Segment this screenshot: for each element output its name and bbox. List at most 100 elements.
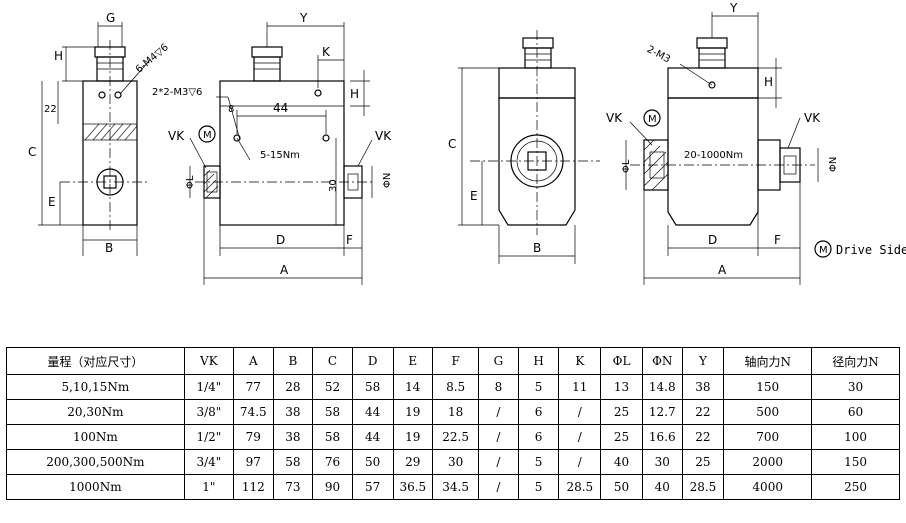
table-cell: 36.5 — [392, 474, 434, 500]
m-label-legend: M — [819, 245, 828, 256]
table-cell: 73 — [272, 474, 314, 500]
table-cell: 4000 — [723, 474, 813, 500]
table-cell: 22 — [681, 424, 725, 450]
view-small-front: G H 22 C E B 6-M4▽6 — [28, 11, 171, 256]
table-cell: 28 — [272, 374, 314, 400]
table-cell: 22.5 — [432, 424, 480, 450]
table-cell: 25 — [600, 399, 643, 425]
table-cell: 13 — [600, 374, 643, 400]
table-cell: 12.7 — [641, 399, 683, 425]
col-axial-force: 轴向力N — [723, 347, 813, 375]
thread-m3-callout: 2-M3 — [645, 44, 672, 65]
dim-f-label: F — [346, 233, 353, 247]
table-cell: 6 — [517, 424, 560, 450]
table-cell: 34.5 — [432, 474, 480, 500]
table-cell: / — [478, 474, 519, 500]
m-symbol-legend — [814, 240, 832, 258]
table-cell: 150 — [811, 449, 900, 475]
dim-44-label: 44 — [273, 101, 288, 115]
col-k: K — [558, 347, 602, 375]
col-radial-force: 径向力N — [811, 347, 900, 375]
table-cell: 3/8" — [183, 399, 234, 425]
dim-h-label: H — [54, 49, 63, 63]
dim-e3-label: E — [470, 189, 478, 203]
col-y: Y — [681, 347, 725, 375]
table-cell: 30 — [641, 449, 683, 475]
dim-y-label: Y — [299, 11, 308, 25]
dim-f4-label: F — [774, 233, 781, 247]
table-cell: 50 — [351, 449, 394, 475]
col-b: B — [272, 347, 314, 375]
thread-m4-callout: 6-M4▽6 — [134, 42, 171, 76]
dim-c-label: C — [28, 145, 36, 159]
table-cell: 58 — [312, 399, 353, 425]
vk-label-left: VK — [168, 129, 185, 143]
dim-e-label: E — [48, 195, 56, 209]
dim-k-label: K — [322, 45, 331, 59]
table-cell: 44 — [351, 424, 394, 450]
dim-y4-label: Y — [729, 1, 738, 15]
table-cell: 8.5 — [432, 374, 480, 400]
phi-l-label4: ΦL — [621, 159, 632, 173]
view-large-front: C E B — [448, 30, 600, 264]
table-cell: 1" — [183, 474, 234, 500]
dim-d-label: D — [276, 233, 285, 247]
spec-table: 量程（对应尺寸） VK A B C D E F G H K ΦL ΦN Y 轴向… — [6, 347, 900, 500]
table-cell: 11 — [558, 374, 602, 400]
table-cell: 38 — [272, 424, 314, 450]
table-cell: 58 — [312, 424, 353, 450]
m-label-left4: M — [648, 114, 657, 125]
table-cell: 90 — [312, 474, 353, 500]
table-cell: 700 — [723, 424, 813, 450]
table-cell: 14.8 — [641, 374, 683, 400]
col-h: H — [517, 347, 560, 375]
vk-label-left4: VK — [606, 111, 623, 125]
view-small-side: Y K H 44 8 30 2*2-M3▽6 5-15Nm VK M ΦL — [152, 11, 393, 285]
table-cell: 28.5 — [558, 474, 602, 500]
table-header-row: 量程（对应尺寸） VK A B C D E F G H K ΦL ΦN Y 轴向… — [6, 347, 900, 375]
phi-l-label-left: ΦL — [185, 175, 196, 189]
m-symbol-left — [198, 125, 216, 143]
table-cell: 20,30Nm — [6, 399, 185, 425]
table-cell: 112 — [232, 474, 274, 500]
table-cell: 52 — [312, 374, 353, 400]
table-cell: 3/4" — [183, 449, 234, 475]
dim-22-label: 22 — [44, 104, 57, 115]
dim-b-label: B — [105, 241, 113, 255]
col-phi-n: ΦN — [641, 347, 683, 375]
col-vk: VK — [183, 347, 234, 375]
table-cell: 50 — [600, 474, 643, 500]
table-cell: / — [478, 449, 519, 475]
range-small-label: 5-15Nm — [260, 150, 300, 161]
table-cell: / — [558, 399, 602, 425]
col-g: G — [478, 347, 519, 375]
table-cell: 100 — [811, 424, 900, 450]
table-cell: 76 — [312, 449, 353, 475]
table-cell: 22 — [681, 399, 725, 425]
dim-a4-label: A — [718, 263, 727, 277]
table-cell: 40 — [600, 449, 643, 475]
table-cell: 200,300,500Nm — [6, 449, 185, 475]
table-cell: 5 — [517, 449, 560, 475]
table-cell: 19 — [392, 399, 434, 425]
table-cell: 8 — [478, 374, 519, 400]
technical-drawing: G H 22 C E B 6-M4▽6 — [28, 1, 906, 285]
col-f: F — [432, 347, 480, 375]
table-cell: 25 — [681, 449, 725, 475]
dim-a-label: A — [280, 263, 289, 277]
table-cell: 5 — [517, 374, 560, 400]
table-cell: 6 — [517, 399, 560, 425]
table-cell: 77 — [232, 374, 274, 400]
col-phi-l: ΦL — [600, 347, 643, 375]
m-symbol-left4 — [643, 109, 661, 127]
table-cell: 1/2" — [183, 424, 234, 450]
thread-m3-side-callout: 2*2-M3▽6 — [152, 87, 202, 98]
table-cell: 500 — [723, 399, 813, 425]
table-cell: 38 — [272, 399, 314, 425]
table-cell: 58 — [272, 449, 314, 475]
col-c: C — [312, 347, 353, 375]
table-cell: / — [558, 449, 602, 475]
table-cell: 100Nm — [6, 424, 185, 450]
